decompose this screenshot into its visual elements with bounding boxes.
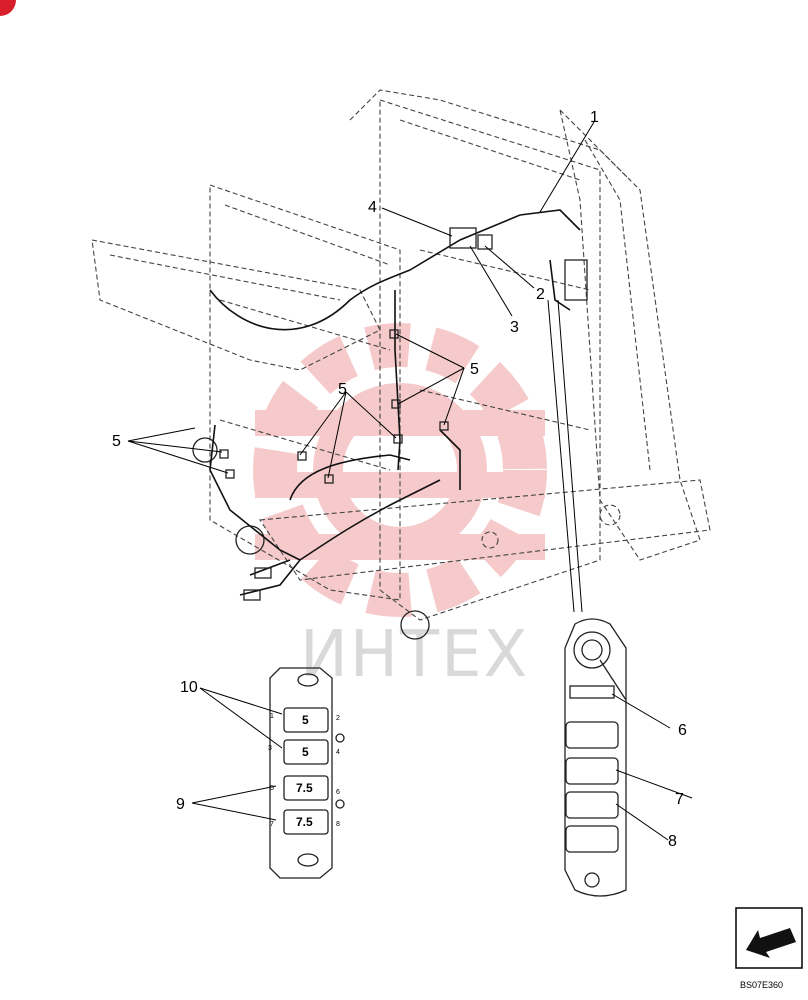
corner-badge (0, 0, 16, 16)
callout-2: 2 (536, 286, 545, 303)
pin-number: 1 (270, 713, 274, 720)
callout-9: 9 (176, 796, 185, 813)
rocker-switch (565, 757, 619, 785)
wiring-harness (209, 209, 588, 601)
fuse-slot (283, 775, 329, 801)
callout-6: 6 (678, 722, 687, 739)
drawing-code: BS07E360 (740, 980, 783, 990)
callout-4: 4 (368, 199, 377, 216)
callout-8: 8 (668, 833, 677, 850)
rocker-switch (565, 721, 619, 749)
callout-5: 5 (470, 361, 479, 378)
callout-leaders (127, 121, 595, 613)
pin-number: 8 (336, 821, 340, 828)
fuse-slot (283, 739, 329, 765)
pin-number: 4 (336, 749, 340, 756)
pin-number: 2 (336, 715, 340, 722)
rocker-switch (565, 825, 619, 853)
callout-labels: 1 2 3 4 5 5 5 6 7 8 9 10 (112, 109, 687, 850)
fuse-slot (283, 809, 329, 835)
direction-indicator (735, 907, 803, 969)
pin-number: 3 (268, 745, 272, 752)
fuse-rating: 7.5 (296, 815, 313, 829)
fuse-slot (283, 707, 329, 733)
fuse-rating: 7.5 (296, 781, 313, 795)
arrow-icon (746, 928, 796, 958)
callout-1: 1 (590, 109, 599, 126)
rocker-switch (565, 791, 619, 819)
pin-number: 6 (336, 789, 340, 796)
callout-3: 3 (510, 319, 519, 336)
fuse-rating: 5 (302, 745, 309, 759)
pin-number: 5 (270, 785, 274, 792)
pin-number: 7 (270, 821, 274, 828)
key-switch (573, 631, 611, 669)
fuse-box: 5 5 7.5 7.5 1 2 3 4 5 6 7 8 (268, 667, 345, 879)
callout-7: 7 (675, 791, 684, 808)
watermark-text: ИНТЕХ (300, 618, 529, 692)
switch-console (564, 618, 627, 897)
callout-5: 5 (112, 433, 121, 450)
indicator-strip (569, 685, 615, 699)
callout-10: 10 (180, 679, 198, 696)
fuse-rating: 5 (302, 713, 309, 727)
callout-5: 5 (338, 381, 347, 398)
